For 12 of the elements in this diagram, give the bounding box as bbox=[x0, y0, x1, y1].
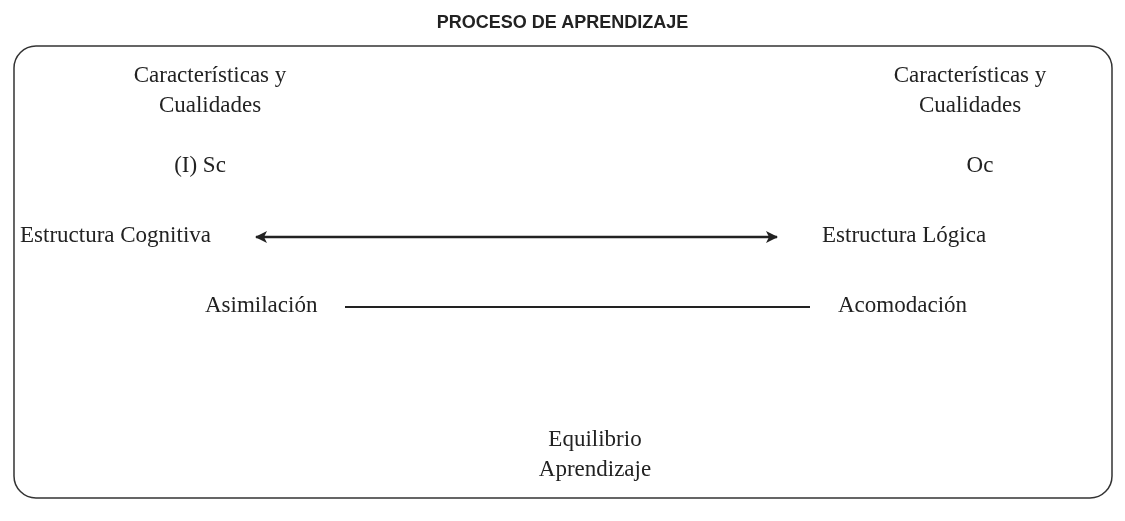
text-label: Equilibrio Aprendizaje bbox=[537, 425, 653, 483]
node-text: Estructura Lógica bbox=[822, 220, 987, 250]
text-label: Características y Cualidades bbox=[132, 61, 288, 119]
text-label: Características y Cualidades bbox=[892, 61, 1048, 119]
double-arrow bbox=[255, 231, 778, 243]
node-text: Estructura Cognitiva bbox=[20, 220, 211, 250]
text-label: (I) Sc bbox=[173, 151, 227, 179]
node-text: Asimilación bbox=[205, 290, 318, 320]
diagram-title: PROCESO DE APRENDIZAJE bbox=[435, 12, 690, 33]
node-text: Acomodación bbox=[838, 290, 967, 320]
text-label: Oc bbox=[965, 151, 995, 179]
connector-line bbox=[344, 306, 811, 308]
